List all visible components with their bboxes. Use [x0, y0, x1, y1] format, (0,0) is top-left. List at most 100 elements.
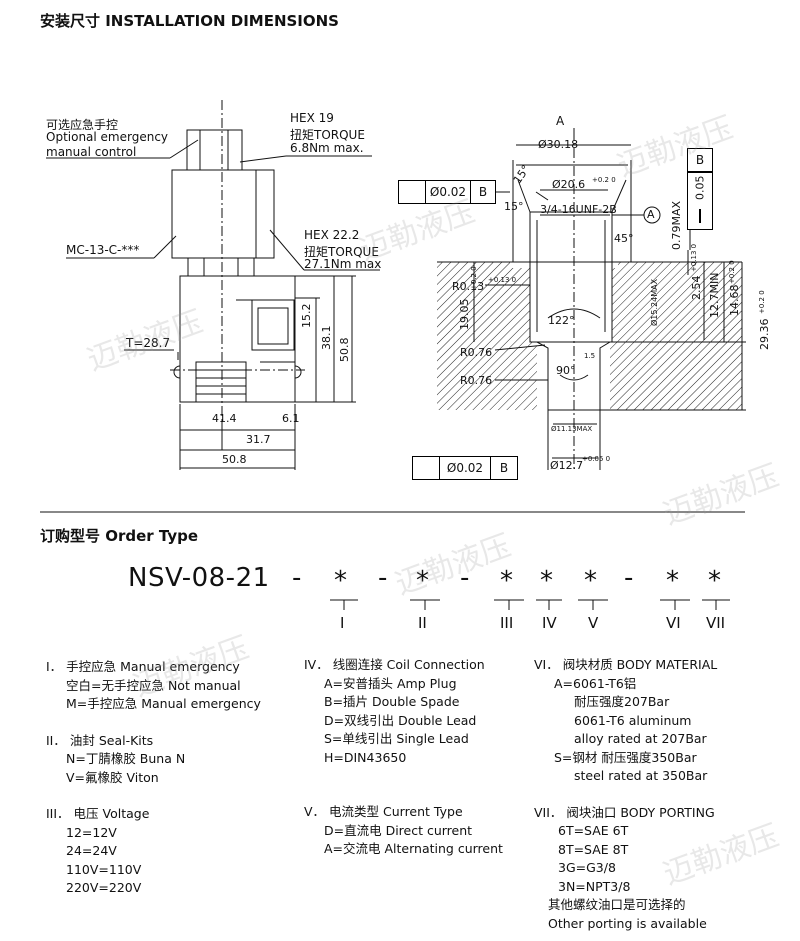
installation-title: 安装尺寸 INSTALLATION DIMENSIONS — [40, 12, 339, 30]
torque1-label: 扭矩TORQUE — [290, 128, 365, 142]
dim-20-6-tol: +0.2 0 — [592, 176, 616, 184]
dim-41-4: 41.4 — [212, 412, 237, 425]
spec-line: S=钢材 耐压强度350Bar — [554, 749, 697, 765]
dim-1-5: 1.5 — [584, 352, 596, 360]
manual-label-cn: 可选应急手控 — [46, 118, 119, 132]
spec-line: V=氟橡胶 Viton — [66, 769, 159, 785]
spec-line: D=双线引出 Double Lead — [324, 712, 477, 728]
thread-spec: 3/4-16UNF-2B — [540, 203, 617, 216]
angle-122: 122° — [548, 314, 575, 327]
angle-90: 90° — [556, 364, 576, 377]
radius-0-76-a: R0.76 — [460, 346, 493, 359]
roman-II: II — [418, 614, 427, 632]
spec-line: V． 电流类型 Current Type — [304, 804, 463, 819]
spec-line: I． 手控应急 Manual emergency — [46, 659, 240, 674]
dim-30-18: Ø30.18 — [538, 138, 579, 151]
dim-38-1: 38.1 — [320, 325, 333, 351]
manual-stem — [186, 129, 243, 171]
roman-V: V — [588, 614, 599, 632]
perpendicularity-frame: B 0.05 — [687, 148, 713, 230]
spec-line: 12=12V — [66, 824, 117, 840]
spec-column-3: VI． 阀块材质 BODY MATERIAL A=6061-T6铝 耐压强度20… — [534, 656, 717, 933]
spec-line: S=单线引出 Single Lead — [324, 731, 469, 746]
dim-6-1: 6.1 — [282, 412, 300, 425]
datum-a-icon: A — [647, 208, 655, 221]
code-dash: - — [292, 563, 302, 593]
spec-line: M=手控应急 Manual emergency — [66, 696, 261, 711]
torque1-value: 6.8Nm max. — [290, 141, 364, 155]
dim-14-68-tol: +0.2 0 — [728, 260, 736, 284]
radius-0-76-b: R0.76 — [460, 374, 493, 387]
dim-15-2: 15.2 — [300, 303, 313, 329]
torque2-value: 27.1Nm max — [304, 257, 382, 271]
dim-50-8-vertical: 50.8 — [338, 337, 351, 363]
perpendicularity-icon — [688, 203, 712, 229]
spec-line: B=插片 Double Spade — [324, 694, 460, 709]
spec-line: A=6061-T6铝 — [554, 675, 637, 691]
dim-19-05-tol: +0.2 0 — [470, 266, 478, 290]
spec-line: 耐压强度207Bar — [574, 694, 670, 709]
dim-29-36: 29.36 — [758, 318, 771, 351]
order-type-title: 订购型号 Order Type — [40, 527, 199, 545]
dim-12-7-min: 12.7MIN — [708, 272, 721, 318]
hex22-label: HEX 22.2 — [304, 228, 360, 242]
code-dash: - — [460, 563, 470, 593]
spec-line: 其他螺纹油口是可选择的 — [548, 897, 686, 912]
roman-I: I — [340, 614, 345, 632]
concentricity-frame-bottom: Ø0.02 B — [412, 456, 518, 480]
spec-line: steel rated at 350Bar — [574, 768, 708, 783]
radius-0-13: R0.13 — [452, 280, 485, 293]
spec-line: VII． 阀块油口 BODY PORTING — [534, 804, 715, 820]
spec-column-1: I． 手控应急 Manual emergency 空白=无手控应急 Not ma… — [46, 658, 261, 898]
angle-15-side: 15° — [504, 200, 524, 213]
hex19-label: HEX 19 — [290, 111, 334, 125]
coil-label: MC-13-C-*** — [66, 243, 140, 257]
dim-15-24-max: Ø15.24MAX — [650, 278, 659, 326]
dim-2-54-tol: +0.13 0 — [690, 243, 698, 272]
dim-50-8-horizontal: 50.8 — [222, 453, 247, 466]
spec-line: 24=24V — [66, 843, 117, 858]
angle-45: 45° — [614, 232, 634, 245]
spec-line: Other porting is available — [548, 915, 707, 931]
code-slot-7: * — [708, 566, 722, 596]
code-slot-1: * — [334, 566, 348, 596]
dim-29-36-tol: +0.2 0 — [758, 290, 766, 314]
spec-line: H=DIN43650 — [324, 749, 407, 765]
spec-line: III． 电压 Voltage — [46, 806, 150, 821]
spec-column-2: IV． 线圈连接 Coil Connection A=安普插头 Amp Plug… — [304, 656, 503, 859]
dim-14-68: 14.68 — [728, 284, 741, 317]
code-slot-2: * — [416, 566, 430, 596]
spec-line: II． 油封 Seal-Kits — [46, 732, 154, 748]
spec-line: 8T=SAE 8T — [558, 841, 629, 857]
spec-line: IV． 线圈连接 Coil Connection — [304, 657, 485, 672]
spec-line: A=安普插头 Amp Plug — [324, 675, 457, 691]
code-dash: - — [378, 563, 388, 593]
dim-20-6: Ø20.6 — [552, 178, 586, 191]
coil-body — [171, 169, 275, 259]
dim-31-7: 31.7 — [246, 433, 271, 446]
code-slot-3: * — [500, 566, 514, 596]
manual-label-en1: Optional emergency — [46, 130, 169, 144]
radius-0-13-tol: +0.13 0 — [488, 276, 517, 284]
code-slot-6: * — [666, 566, 680, 596]
dim-12-7: Ø12.7 — [550, 459, 584, 472]
spec-line: N=丁腈橡胶 Buna N — [66, 751, 186, 766]
spec-line: A=交流电 Alternating current — [324, 841, 503, 856]
dim-12-7-tol: +0.05 0 — [582, 455, 611, 463]
roman-IV: IV — [542, 614, 557, 632]
dim-19-05: 19.05 — [458, 298, 471, 331]
torque2-label: 扭矩TORQUE — [304, 245, 379, 259]
code-dash: - — [624, 563, 634, 593]
spec-line: 3G=G3/8 — [558, 860, 616, 875]
t-dimension: T=28.7 — [126, 336, 171, 350]
spec-line: 3N=NPT3/8 — [558, 878, 631, 894]
code-slot-5: * — [584, 566, 598, 596]
hex-nut — [187, 257, 255, 277]
roman-VI: VI — [666, 614, 681, 632]
concentricity-frame-top: Ø0.02 B — [398, 180, 496, 204]
spec-line: 110V=110V — [66, 861, 142, 877]
spec-line: 空白=无手控应急 Not manual — [66, 677, 241, 693]
roman-VII: VII — [706, 614, 726, 632]
dim-0-79-max: 0.79MAX — [670, 200, 683, 250]
spec-line: alloy rated at 207Bar — [574, 731, 707, 746]
